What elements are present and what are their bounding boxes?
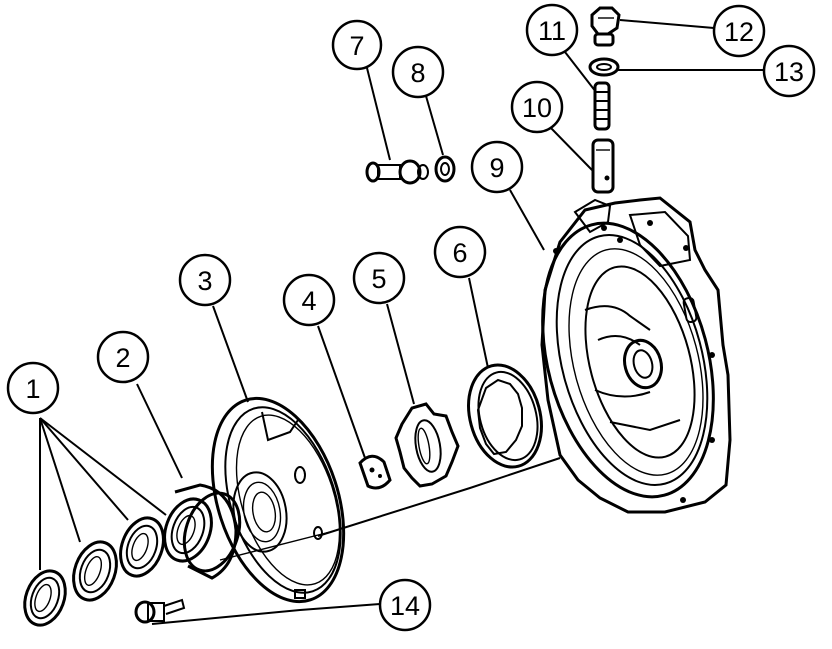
part-key [358, 454, 392, 490]
callout-14: 14 [378, 578, 432, 632]
part-inner-gear [394, 402, 460, 488]
part-pump-body [540, 196, 732, 514]
callout-label: 14 [390, 591, 420, 621]
seal-ring [72, 540, 118, 602]
part-bolt-lower [134, 598, 186, 624]
part-outer-gear [467, 363, 543, 469]
callout-label: 9 [489, 153, 504, 183]
part-seal-rings [23, 497, 213, 627]
part-valve [591, 138, 615, 194]
callout-label: 8 [410, 58, 425, 88]
callout-1: 1 [6, 361, 60, 415]
callout-label: 2 [115, 343, 130, 373]
callout-3: 3 [178, 253, 232, 307]
part-gasket [588, 57, 620, 77]
seal-ring [23, 569, 67, 627]
callout-label: 7 [349, 31, 364, 61]
callout-label: 6 [452, 238, 467, 268]
callout-9: 9 [470, 140, 524, 194]
callout-label: 3 [197, 266, 212, 296]
callout-10: 10 [510, 80, 564, 134]
part-spring [593, 81, 611, 131]
callout-label: 1 [25, 374, 40, 404]
callout-2: 2 [96, 330, 150, 384]
callout-label: 5 [371, 264, 386, 294]
part-plug [590, 6, 621, 47]
callout-12: 12 [712, 4, 766, 58]
callout-label: 4 [301, 286, 316, 316]
callout-11: 11 [525, 3, 579, 57]
part-stator-support [174, 483, 242, 580]
callout-4: 4 [282, 273, 336, 327]
assembly-axis-line [219, 457, 561, 561]
callout-label: 13 [774, 57, 804, 87]
callout-5: 5 [352, 251, 406, 305]
callout-label: 12 [724, 17, 754, 47]
callout-label: 10 [522, 93, 552, 123]
callout-13: 13 [762, 44, 816, 98]
callout-6: 6 [433, 225, 487, 279]
part-washer [434, 155, 456, 183]
callout-7: 7 [331, 19, 383, 71]
callout-8: 8 [391, 45, 445, 99]
seal-ring [119, 516, 165, 578]
leader-lines [39, 19, 763, 625]
part-bolt-upper [365, 159, 429, 185]
part-pump-cover [210, 396, 346, 604]
callout-label: 11 [538, 16, 566, 46]
